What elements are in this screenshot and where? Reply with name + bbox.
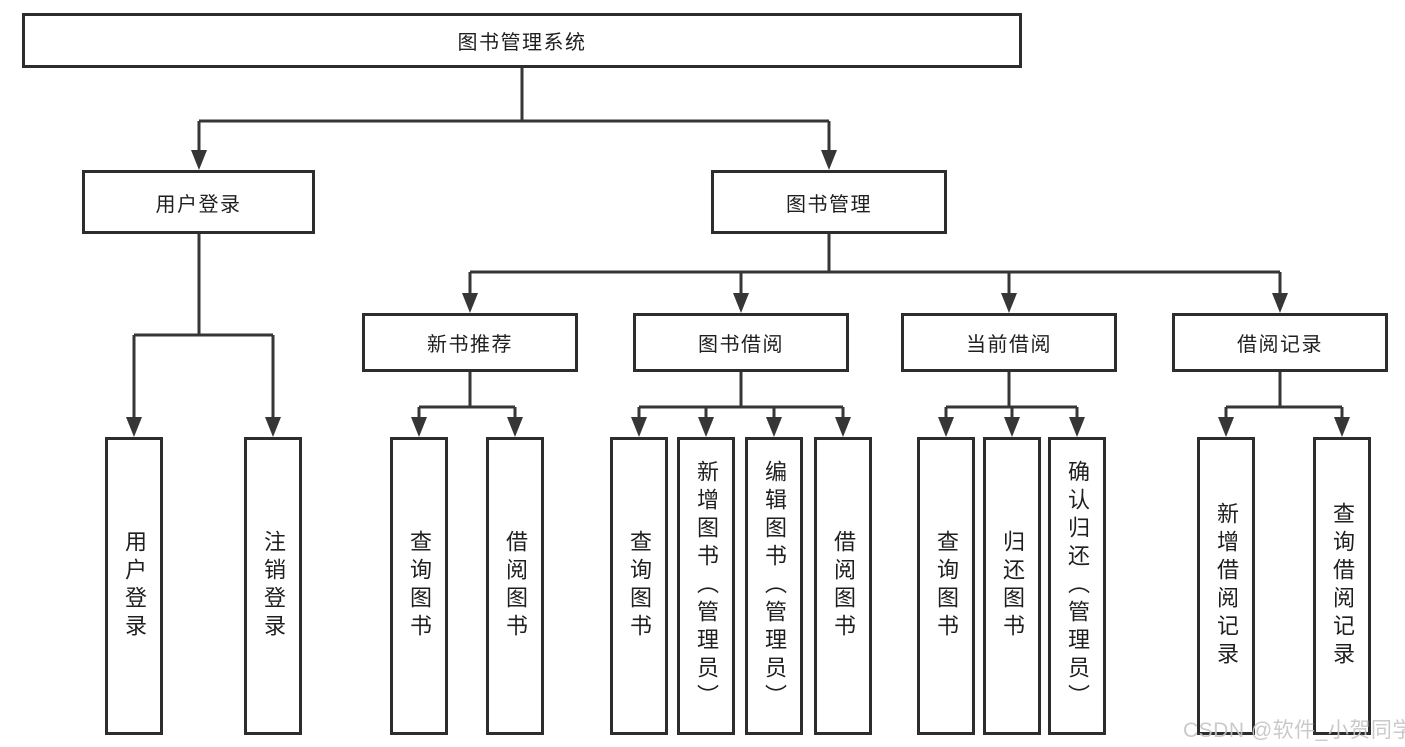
node-label: 注销登录: [261, 530, 286, 642]
arrowhead-icon: [462, 293, 478, 313]
node-current-borrowing: 当前借阅: [901, 313, 1117, 372]
node-label: 借阅记录: [1237, 334, 1323, 356]
node-label: 新书推荐: [427, 334, 513, 356]
node-user-login: 用户登录: [82, 170, 315, 234]
node-label: 归还图书: [1000, 530, 1025, 642]
csdn-watermark: CSDN @软件_小贺同学: [1183, 719, 1405, 742]
leaf-user-login: 用户登录: [105, 437, 163, 735]
node-label: 编辑图书（管理员）: [762, 460, 787, 712]
node-label: 用户登录: [122, 530, 147, 642]
arrowhead-icon: [1272, 293, 1288, 313]
node-book-borrowing: 图书借阅: [633, 313, 849, 372]
node-label: 查询借阅记录: [1330, 502, 1355, 670]
arrowhead-icon: [766, 417, 782, 437]
node-label: 图书借阅: [698, 334, 784, 356]
node-label: 查询图书: [934, 530, 959, 642]
arrowhead-icon: [191, 150, 207, 170]
node-label: 查询图书: [407, 530, 432, 642]
connector: [1224, 372, 1344, 419]
arrowhead-icon: [1004, 417, 1020, 437]
arrowhead-icon: [631, 417, 647, 437]
connector: [197, 68, 831, 152]
leaf-nbr-query-books: 查询图书: [390, 437, 448, 735]
node-book-management: 图书管理: [711, 170, 947, 234]
node-label: 用户登录: [155, 193, 242, 216]
leaf-bb-edit-books-admin: 编辑图书（管理员）: [745, 437, 803, 735]
connector: [944, 372, 1079, 419]
node-label: 新增借阅记录: [1214, 502, 1239, 670]
connector: [132, 233, 275, 419]
leaf-bb-query-books: 查询图书: [610, 437, 668, 735]
leaf-cb-query-books: 查询图书: [917, 437, 975, 735]
node-label: 确认归还（管理员）: [1065, 460, 1090, 712]
arrowhead-icon: [411, 417, 427, 437]
node-library-management-system: 图书管理系统: [22, 13, 1022, 68]
leaf-bb-add-books-admin: 新增图书（管理员）: [677, 437, 735, 735]
node-new-book-recommend: 新书推荐: [362, 313, 578, 372]
arrowhead-icon: [1334, 417, 1350, 437]
arrowhead-icon: [507, 417, 523, 437]
leaf-cb-return-books: 归还图书: [983, 437, 1041, 735]
arrowhead-icon: [938, 417, 954, 437]
arrowhead-icon: [733, 293, 749, 313]
connector: [637, 372, 845, 419]
arrowhead-icon: [698, 417, 714, 437]
leaf-nbr-borrow-books: 借阅图书: [486, 437, 544, 735]
arrowhead-icon: [1001, 293, 1017, 313]
arrowhead-icon: [126, 417, 142, 437]
node-label: 图书管理系统: [457, 32, 587, 54]
leaf-br-query-record: 查询借阅记录: [1313, 437, 1371, 735]
connector: [417, 372, 517, 419]
node-label: 查询图书: [627, 530, 652, 642]
leaf-br-add-record: 新增借阅记录: [1197, 437, 1255, 735]
arrowhead-icon: [821, 150, 837, 170]
leaf-bb-borrow-books: 借阅图书: [814, 437, 872, 735]
node-label: 借阅图书: [831, 530, 856, 642]
arrowhead-icon: [1218, 417, 1234, 437]
connector: [468, 233, 1282, 295]
arrowhead-icon: [835, 417, 851, 437]
arrowhead-icon: [265, 417, 281, 437]
node-label: 当前借阅: [966, 334, 1052, 356]
leaf-cb-confirm-return-admin: 确认归还（管理员）: [1048, 437, 1106, 735]
node-label: 图书管理: [786, 193, 872, 216]
node-label: 新增图书（管理员）: [694, 460, 719, 712]
node-borrowing-records: 借阅记录: [1172, 313, 1388, 372]
arrowhead-icon: [1069, 417, 1085, 437]
leaf-logout: 注销登录: [244, 437, 302, 735]
node-label: 借阅图书: [503, 530, 528, 642]
